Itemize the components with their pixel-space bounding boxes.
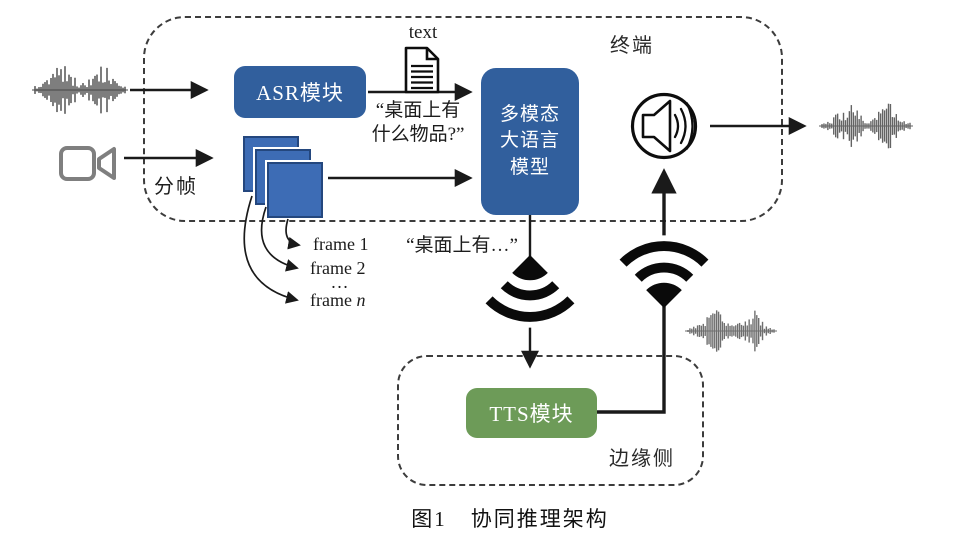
figure-caption: 图1 协同推理架构 xyxy=(310,503,710,533)
asr-module-box: ASR模块 xyxy=(234,66,366,118)
terminal-region-border xyxy=(143,16,783,222)
user-query-line1: “桌面上有 xyxy=(375,100,461,121)
arrow-to-frame1 xyxy=(285,218,301,250)
frame-n-symbol: n xyxy=(356,290,366,310)
frame-n-label: frame n xyxy=(310,290,365,311)
figure-caption-number: 图1 xyxy=(411,507,447,531)
video-frame-front xyxy=(267,162,323,218)
tts-module-box: TTS模块 xyxy=(466,388,597,438)
framing-label: 分帧 xyxy=(154,176,198,198)
frames-ellipsis-label: … xyxy=(330,272,350,292)
user-query-text: “桌面上有 什么物品?” xyxy=(360,99,476,147)
mllm-module-box: 多模态 大语言 模型 xyxy=(481,68,579,215)
wifi-downlink-icon xyxy=(469,255,590,328)
frame1-label: frame 1 xyxy=(313,234,369,254)
mllm-label-line3: 模型 xyxy=(509,156,550,178)
text-tag-label: text xyxy=(408,22,438,43)
edge-region-border xyxy=(397,355,704,486)
terminal-region-label: 终端 xyxy=(610,35,654,57)
video-camera-icon xyxy=(59,146,116,181)
wifi-uplink-icon xyxy=(603,235,724,308)
edge-region-label: 边缘侧 xyxy=(609,448,675,470)
figure-caption-title: 协同推理架构 xyxy=(470,507,609,531)
mllm-label-line2: 大语言 xyxy=(499,130,560,152)
frame2-label: frame 2 xyxy=(310,258,366,278)
output-audio-waveform-icon xyxy=(819,103,913,149)
edge-audio-waveform-icon xyxy=(685,310,777,352)
user-query-line2: 什么物品?” xyxy=(371,123,465,145)
input-audio-waveform-icon xyxy=(32,66,128,114)
frame-n-prefix: frame xyxy=(310,290,357,310)
partial-answer-text: “桌面上有…” xyxy=(406,235,518,256)
mllm-label-line1: 多模态 xyxy=(499,103,560,125)
